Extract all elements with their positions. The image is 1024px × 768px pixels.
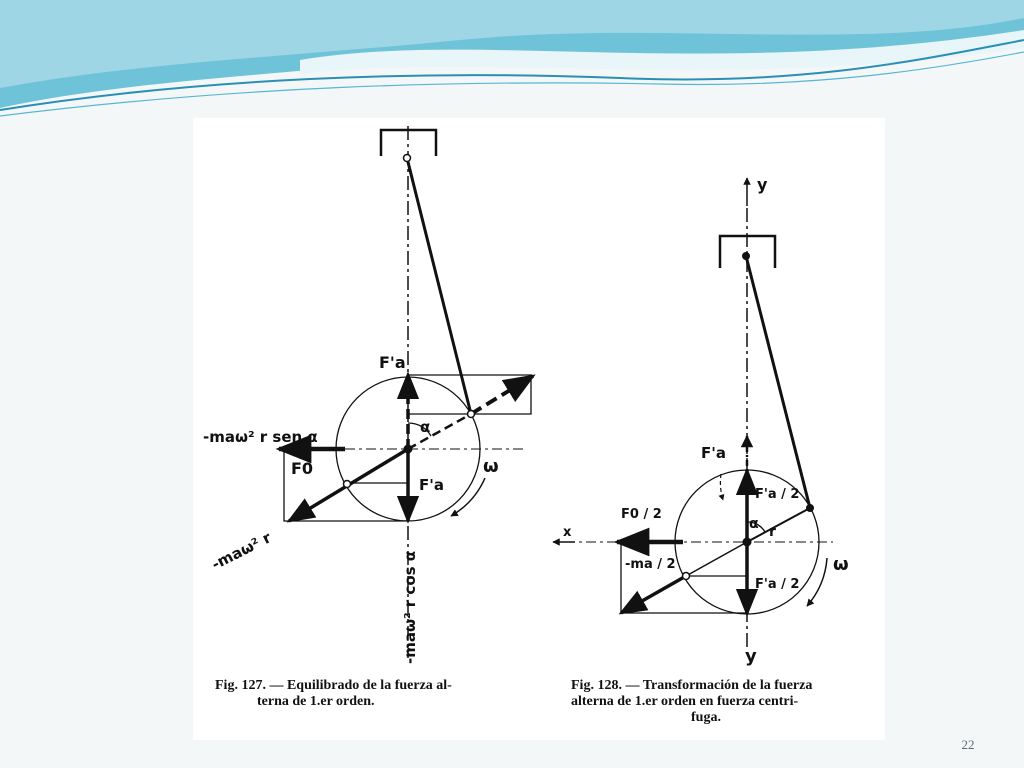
fig127-fa-bottom-label: F'a — [419, 476, 444, 494]
fig127-f0-label: F0 — [291, 459, 313, 478]
wave-white-gap — [300, 30, 1024, 74]
fig128-connecting-rod — [744, 255, 812, 509]
fig127-cos-term-label: -maω² r cos α — [401, 551, 419, 664]
fig127-rotation-arc — [450, 477, 486, 517]
figure-128-caption: Fig. 128. — Transformación de la fuerza … — [571, 678, 881, 726]
header-wave-decoration — [0, 0, 1024, 117]
mechanism-diagram: F'a F'a α ω F0 -maω² r sen α -maω² r -ma… — [203, 126, 849, 667]
fig127-omega-label: ω — [483, 456, 499, 477]
fig128-crank-center — [742, 537, 752, 547]
fig127-centrifugal-label: -maω² r — [209, 528, 275, 573]
figure-128-caption-line-2: alterna de 1.er orden en fuerza centri- — [571, 694, 799, 709]
fig128-y-bottom-label: y — [745, 646, 757, 667]
wave-line-2 — [0, 51, 1024, 117]
fig128-counter-pin — [681, 571, 691, 581]
fig127-crank-arm — [407, 412, 472, 451]
fig128-omega-label: ω — [833, 554, 849, 575]
fig128-y-top-label: y — [757, 175, 768, 194]
fig128-crank-pin — [806, 504, 814, 512]
fig127-connecting-rod — [405, 157, 473, 415]
figure-128-caption-line-3: fuga. — [691, 710, 721, 725]
fig128-f0-half-label: F0 / 2 — [621, 507, 662, 522]
fig128-rotation-arc — [806, 557, 828, 607]
fig128-fa-half-bottom-label: F'a / 2 — [755, 577, 799, 592]
wave-line-1 — [0, 39, 1024, 111]
fig128-counterweight-force — [618, 574, 687, 615]
figure-128 — [552, 177, 833, 648]
fig127-sen-term-label: -maω² r sen α — [203, 428, 318, 446]
fig127-crank-pin — [466, 409, 476, 419]
fig127-crank-center — [403, 444, 413, 454]
wave-band-light — [0, 0, 1024, 88]
fig127-top-rectangle — [408, 374, 532, 415]
fig128-fa-label: F'a — [701, 444, 726, 462]
figure-127 — [275, 126, 536, 658]
figure-127-caption-line-2: terna de 1.er orden. — [257, 694, 375, 709]
fig127-alpha-label: α — [420, 418, 430, 436]
fig128-ma-half-label: -ma / 2 — [625, 557, 676, 572]
page-number: 22 — [961, 737, 975, 752]
fig128-angle-arc — [746, 521, 766, 533]
fig127-piston-pin — [402, 153, 412, 163]
fig128-fa-half-top-label: F'a / 2 — [755, 487, 799, 502]
fig127-angle-arc — [407, 422, 432, 437]
scanned-figure-panel: F'a F'a α ω F0 -maω² r sen α -maω² r -ma… — [193, 118, 885, 740]
fig128-piston-pin — [742, 252, 750, 260]
fig128-dashed-arc — [718, 473, 725, 501]
fig128-r-label: r — [769, 524, 776, 540]
fig127-crank-extension — [469, 374, 536, 416]
fig128-alpha-label: α — [749, 516, 759, 532]
fig127-fa-top-label: F'a — [379, 353, 406, 372]
figure-128-caption-line-1: Fig. 128. — Transformación de la fuerza — [571, 678, 813, 693]
fig128-counter-arm — [685, 541, 748, 577]
figure-127-caption: Fig. 127. — Equilibrado de la fuerza al-… — [215, 678, 545, 710]
fig128-x-axis-label: x — [563, 525, 572, 540]
fig127-counter-pin — [342, 479, 352, 489]
fig128-bottom-rectangle — [620, 542, 747, 614]
fig128-crank-arm — [746, 507, 811, 543]
figure-127-caption-line-1: Fig. 127. — Equilibrado de la fuerza al- — [215, 678, 452, 693]
